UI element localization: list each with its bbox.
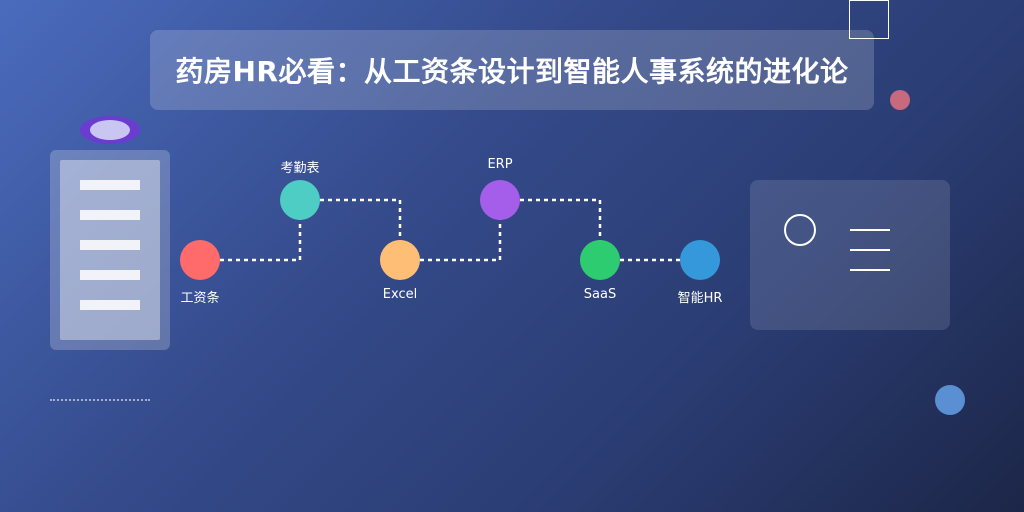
timeline-node [180,240,220,280]
decorative-dotted-line [50,399,150,401]
timeline-node-label: SaaS [583,287,617,302]
decorative-dot-blue [935,385,965,415]
document-line [80,270,140,280]
document-line [80,210,140,220]
profile-icon [784,214,816,246]
page-title: 药房HR必看：从工资条设计到智能人事系统的进化论 [175,55,849,88]
timeline-node [680,240,720,280]
timeline-node [280,180,320,220]
document-line [80,300,140,310]
document-line [80,180,140,190]
document-page [60,160,160,340]
timeline-node-label: Excel [382,287,418,302]
decorative-square [849,0,889,39]
timeline-node-label: 智能HR [677,291,723,306]
document-line [80,240,140,250]
timeline-node-label: 工资条 [180,291,220,306]
timeline-node [580,240,620,280]
panel-line [850,269,890,271]
profile-panel [750,180,950,330]
decorative-dot-pink [890,90,910,110]
eye-pupil [90,120,130,140]
timeline-node-label: 考勤表 [280,161,320,176]
timeline-node [380,240,420,280]
title-banner: 药房HR必看：从工资条设计到智能人事系统的进化论 [150,30,874,110]
timeline-node-label: ERP [487,157,513,172]
timeline-node [480,180,520,220]
panel-line [850,229,890,231]
panel-line [850,249,890,251]
